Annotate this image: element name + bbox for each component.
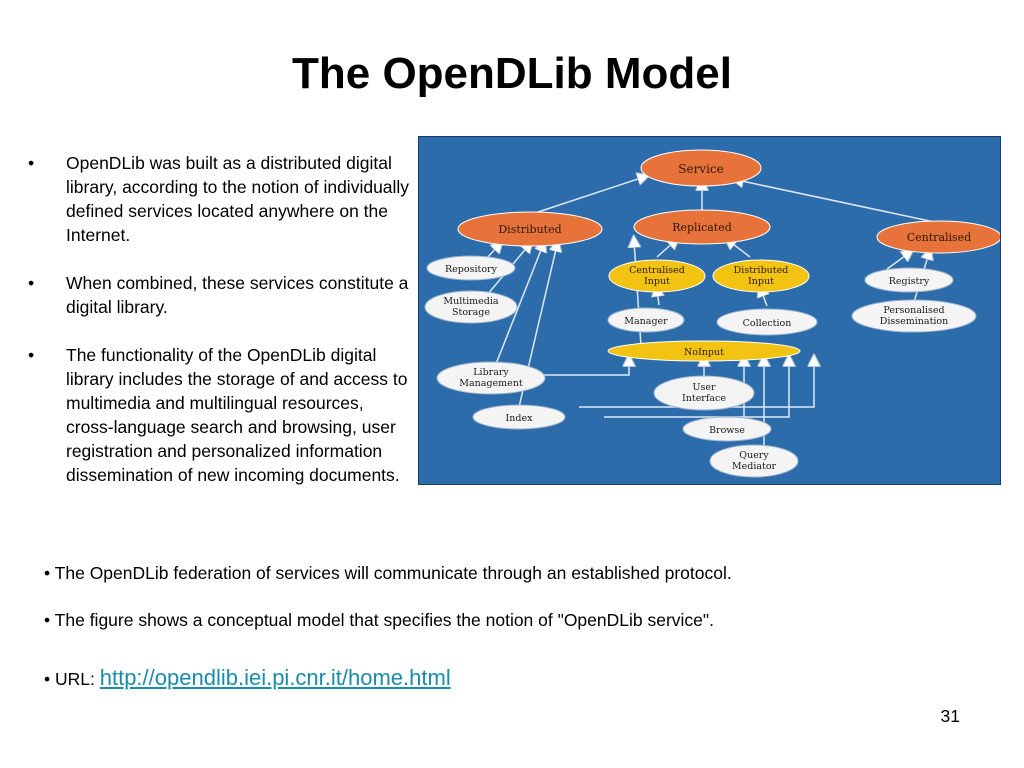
- node-query-label-2: Mediator: [732, 461, 777, 472]
- node-multimedia-label-2: Storage: [452, 307, 490, 318]
- node-user-interface-label-2: Interface: [682, 393, 726, 404]
- node-browse: [682, 416, 772, 442]
- node-repository: [426, 255, 516, 281]
- node-registry-label: Registry: [889, 276, 930, 287]
- node-index-label: Index: [506, 413, 534, 424]
- node-manager-label: Manager: [624, 316, 668, 327]
- page-number: 31: [940, 706, 960, 726]
- node-replicated: [633, 209, 771, 245]
- bullet-marker: •: [28, 345, 35, 365]
- node-library-label-1: Library: [473, 367, 509, 378]
- diagram-svg: Service Distributed Replicated Centralis…: [419, 137, 1000, 484]
- url-line: • URL: http://opendlib.iei.pi.cnr.it/hom…: [44, 666, 451, 691]
- node-collection-label: Collection: [743, 318, 792, 329]
- node-service-label: Service: [678, 162, 724, 176]
- node-central-input-label-2: Input: [644, 276, 670, 287]
- node-user-interface-label-1: User: [692, 382, 716, 393]
- node-manager: [607, 307, 685, 333]
- bullet-item: • When combined, these services constitu…: [28, 271, 413, 319]
- node-multimedia-label-1: Multimedia: [443, 296, 498, 307]
- node-replicated-label: Replicated: [672, 221, 732, 234]
- bullet-text: The functionality of the OpenDLib digita…: [66, 345, 408, 485]
- node-centralised-input: [608, 259, 706, 293]
- node-distributed: [457, 211, 603, 247]
- opendlib-url-link[interactable]: http://opendlib.iei.pi.cnr.it/home.html: [99, 665, 451, 690]
- node-dist-input-label-1: Distributed: [734, 265, 789, 276]
- node-query-label-1: Query: [739, 450, 769, 461]
- node-dist-input-label-2: Input: [748, 276, 774, 287]
- node-library-management: [436, 361, 546, 395]
- node-personalised-label-1: Personalised: [883, 305, 944, 316]
- bullet-text: OpenDLib was built as a distributed digi…: [66, 153, 410, 245]
- node-service: [640, 149, 762, 187]
- node-noinput: [607, 340, 801, 362]
- node-collection: [716, 308, 818, 336]
- bullet-text: When combined, these services constitute…: [66, 273, 409, 317]
- node-library-label-2: Management: [459, 378, 523, 389]
- node-centralised: [876, 220, 1000, 254]
- bullet-item: • The functionality of the OpenDLib digi…: [28, 343, 413, 487]
- node-query-mediator: [709, 444, 799, 478]
- node-distributed-label: Distributed: [498, 223, 561, 236]
- url-prefix: • URL:: [44, 669, 100, 689]
- bullet-item: • OpenDLib was built as a distributed di…: [28, 151, 413, 247]
- figure-note: • The figure shows a conceptual model th…: [44, 610, 714, 630]
- node-central-input-label-1: Centralised: [629, 265, 685, 276]
- bullet-marker: •: [28, 153, 35, 173]
- node-browse-label: Browse: [709, 425, 745, 436]
- node-personalised-dissemination: [851, 299, 977, 333]
- node-index: [472, 404, 566, 430]
- node-centralised-label: Centralised: [907, 231, 971, 244]
- bullet-marker: •: [28, 273, 35, 293]
- node-distributed-input: [712, 259, 810, 293]
- node-registry: [864, 267, 954, 293]
- bullet-list: • OpenDLib was built as a distributed di…: [28, 151, 413, 511]
- slide-title: The OpenDLib Model: [292, 49, 732, 98]
- opendlib-model-diagram: Service Distributed Replicated Centralis…: [418, 136, 1001, 485]
- node-repository-label: Repository: [445, 264, 498, 275]
- node-personalised-label-2: Dissemination: [880, 316, 949, 327]
- node-user-interface: [653, 375, 755, 411]
- node-noinput-label: NoInput: [684, 347, 724, 358]
- node-multimedia-storage: [424, 290, 518, 324]
- federation-note: • The OpenDLib federation of services wi…: [44, 563, 732, 583]
